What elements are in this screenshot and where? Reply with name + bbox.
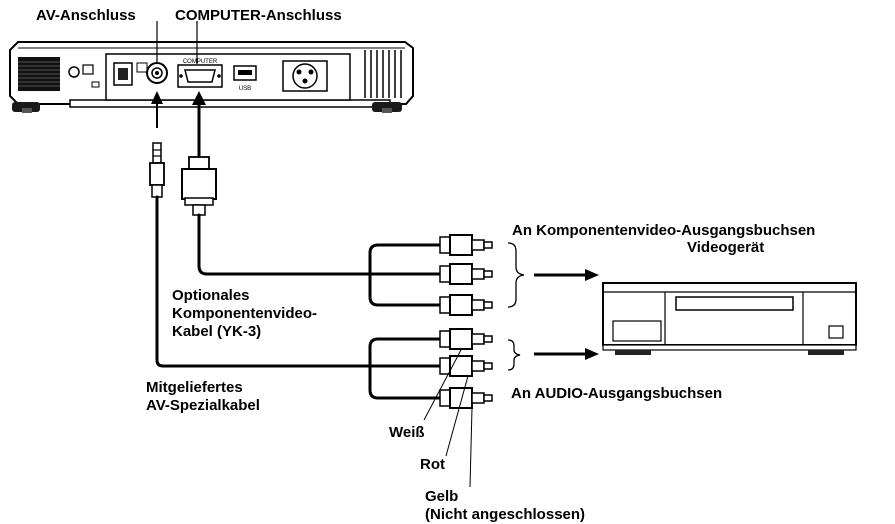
audio-outputs-label: An AUDIO-Ausgangsbuchsen (511, 385, 723, 402)
plug-arrows (151, 91, 206, 160)
yellow-line2: (Nicht angeschlossen) (425, 506, 586, 523)
supplied-cable-line2: AV-Spezialkabel (146, 397, 260, 414)
cables (155, 195, 442, 400)
braces (507, 242, 525, 371)
computer-port-label: COMPUTER-Anschluss (175, 7, 342, 24)
power-inlet (282, 60, 328, 92)
supplied-av-cable (155, 195, 442, 368)
supplied-cable-label: Mitgeliefertes AV-Spezialkabel (146, 379, 260, 415)
optional-cable-label: Optionales Komponentenvideo- Kabel (YK-3… (172, 287, 317, 341)
rca-plugs-av (439, 328, 493, 409)
component-outputs-label: An Komponentenvideo-Ausgangsbuchsen (512, 222, 816, 239)
video-device-label: Videogerät (687, 239, 765, 256)
av-port-label: AV-Anschluss (36, 7, 136, 24)
rca-plug-yellow (439, 387, 493, 409)
color-leader-lines (423, 349, 473, 488)
rca-plug (439, 294, 493, 316)
usb-port: USB (233, 65, 257, 92)
vent-slots (364, 50, 402, 98)
optional-cable-line2: Komponentenvideo- (172, 305, 317, 322)
av-mini-plug (149, 142, 165, 198)
white-label: Weiß (389, 424, 425, 441)
rca-plug (439, 234, 493, 256)
rca-plug (439, 263, 493, 285)
rca-plugs-component (439, 234, 493, 316)
red-label: Rot (420, 456, 445, 473)
optional-cable-line3: Kabel (YK-3) (172, 323, 262, 340)
computer-port-mark: COMPUTER (183, 59, 218, 65)
optional-cable-line1: Optionales (172, 287, 250, 304)
video-device (602, 282, 857, 355)
usb-mark: USB (239, 86, 251, 92)
projector: COMPUTER USB (9, 41, 414, 113)
yellow-line1: Gelb (425, 488, 459, 505)
supplied-cable-line1: Mitgeliefertes (146, 379, 243, 396)
computer-port: COMPUTER (177, 59, 223, 88)
av-port (136, 62, 168, 84)
rca-plug-red (439, 355, 493, 377)
yellow-label: Gelb (Nicht angeschlossen) (425, 488, 585, 524)
vga-plug (181, 156, 217, 216)
component-cable (197, 213, 372, 276)
signal-arrows (534, 269, 599, 360)
rca-plug-white (439, 328, 493, 350)
